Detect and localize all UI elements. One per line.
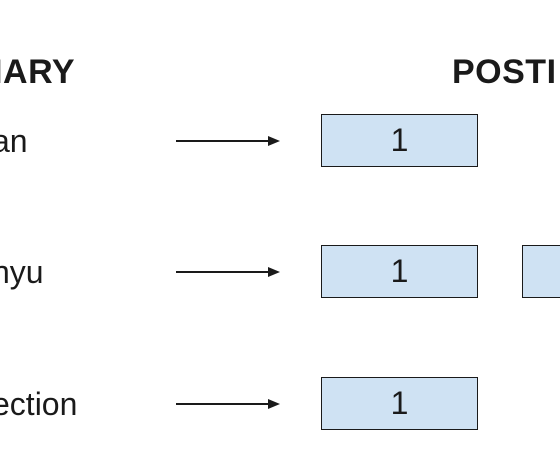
- posting-docid: 1: [390, 122, 409, 158]
- postings-heading: POSTI: [452, 53, 557, 91]
- dictionary-term: ection: [0, 386, 78, 422]
- posting-box: 1: [321, 114, 478, 167]
- posting-docid: 1: [390, 253, 409, 289]
- posting-box: 1: [321, 377, 478, 430]
- dictionary-heading: NARY: [0, 53, 76, 91]
- posting-box-partial: [522, 245, 560, 298]
- posting-box: 1: [321, 245, 478, 298]
- posting-docid: 1: [390, 385, 409, 421]
- dictionary-term: an: [0, 123, 28, 159]
- dictionary-term: nyu: [0, 254, 44, 290]
- arrow-icon: [176, 136, 280, 146]
- arrow-icon: [176, 267, 280, 277]
- arrow-icon: [176, 399, 280, 409]
